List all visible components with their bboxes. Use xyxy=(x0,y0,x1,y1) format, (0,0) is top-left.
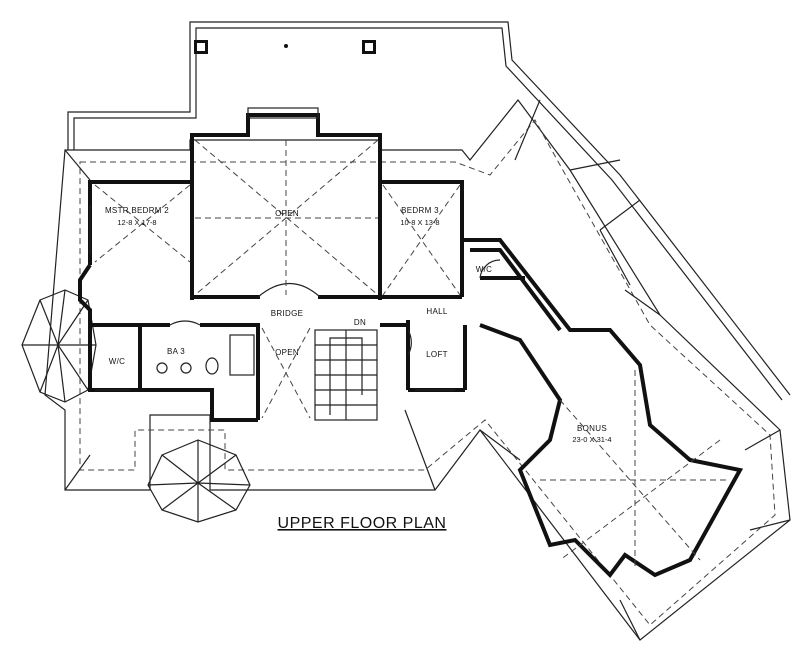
bath-label: BA 3 xyxy=(167,347,185,356)
plan-title: UPPER FLOOR PLAN xyxy=(278,515,447,532)
bridge-label: BRIDGE xyxy=(271,309,303,318)
open-lower-label: OPEN xyxy=(275,348,299,357)
doors-windows xyxy=(89,107,501,391)
turret-bottom xyxy=(147,439,251,523)
bedroom3-name: BEDRM 3 xyxy=(401,206,439,215)
stair xyxy=(314,329,378,421)
open-to-below xyxy=(94,139,730,570)
bonus-dims: 23-0 X 31-4 xyxy=(572,435,611,444)
master-bedroom-name: MSTR BEDRM 2 xyxy=(105,206,169,215)
stair-dn-label: DN xyxy=(354,318,366,327)
bedroom3-dims: 10-8 X 13-8 xyxy=(400,218,439,227)
wic-right-label: W/C xyxy=(476,265,492,274)
roof-outline xyxy=(44,21,791,641)
loft-label: LOFT xyxy=(426,350,448,359)
open-upper-label: OPEN xyxy=(275,209,299,218)
exterior-walls xyxy=(78,113,744,579)
hall-label: HALL xyxy=(426,307,447,316)
master-bedroom-dims: 12-8 X 17-8 xyxy=(117,218,156,227)
interior-walls xyxy=(90,182,525,420)
wic-left-label: W/C xyxy=(109,357,125,366)
bonus-name: BONUS xyxy=(577,424,607,433)
